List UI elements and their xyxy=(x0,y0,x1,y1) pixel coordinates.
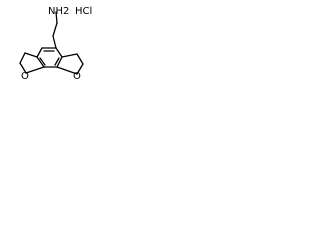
salt-label: HCl xyxy=(75,6,92,17)
oxygen-right-label: O xyxy=(73,71,81,82)
right-furan-ring xyxy=(56,53,84,75)
oxygen-left-label: O xyxy=(21,71,29,82)
molecule-structure: NH2 HCl O O xyxy=(19,6,92,82)
side-chain xyxy=(52,11,58,49)
amine-label: NH2 xyxy=(48,6,69,17)
left-furan-ring xyxy=(19,52,45,74)
benzene-ring xyxy=(36,47,63,68)
molecule-diagram: NH2 HCl O O xyxy=(0,0,100,98)
